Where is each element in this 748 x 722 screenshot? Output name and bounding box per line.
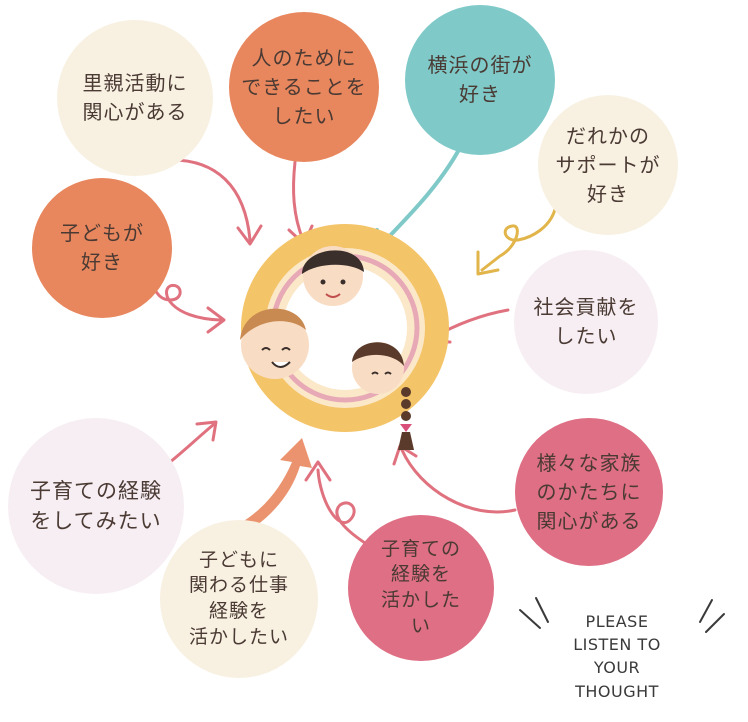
bubble-parenting-use: 子育ての 経験を 活かした い bbox=[348, 515, 494, 661]
bubble-text: 様々な家族 のかたちに 関心がある bbox=[536, 450, 642, 533]
arrow-support bbox=[480, 203, 558, 272]
arrow-child-work bbox=[232, 438, 312, 536]
bubble-text: 子どもが 好き bbox=[60, 221, 144, 274]
bubble-text: 社会貢献を したい bbox=[533, 295, 639, 348]
bubble-text: 子育ての 経験を 活かした い bbox=[380, 537, 461, 637]
bubble-yokohama: 横浜の街が 好き bbox=[405, 5, 555, 155]
arrow-help bbox=[292, 160, 305, 242]
bubble-text: 人のために できることを したい bbox=[241, 45, 367, 128]
arrow-foster bbox=[170, 158, 252, 242]
bubble-text: 子どもに 関わる仕事 経験を 活かしたい bbox=[188, 548, 289, 648]
bubble-text: だれかの サポートが 好き bbox=[555, 123, 661, 206]
callout-text: PLEASE LISTEN TO YOUR THOUGHT bbox=[573, 612, 661, 701]
bubble-help-people: 人のために できることを したい bbox=[229, 12, 379, 162]
arrow-family bbox=[400, 448, 517, 514]
shout-marks bbox=[519, 597, 725, 633]
center-illustration bbox=[240, 224, 449, 450]
bubble-support: だれかの サポートが 好き bbox=[538, 95, 678, 235]
bubble-foster-interest: 里親活動に 関心がある bbox=[57, 20, 213, 176]
bubble-text: 横浜の街が 好き bbox=[427, 53, 533, 106]
bubble-parenting-try: 子育ての経験 をしてみたい bbox=[8, 418, 184, 594]
bubble-child-work: 子どもに 関わる仕事 経験を 活かしたい bbox=[160, 520, 318, 678]
bubble-family-forms: 様々な家族 のかたちに 関心がある bbox=[515, 418, 663, 566]
arrow-parenting-use bbox=[316, 468, 370, 547]
bubble-text: 子育ての経験 をしてみたい bbox=[30, 478, 162, 533]
bubble-kids: 子どもが 好き bbox=[32, 178, 172, 318]
bubble-contribute: 社会貢献を したい bbox=[514, 250, 658, 394]
arrow-yokohama bbox=[376, 136, 467, 250]
bubble-text: 里親活動に 関心がある bbox=[82, 71, 188, 124]
